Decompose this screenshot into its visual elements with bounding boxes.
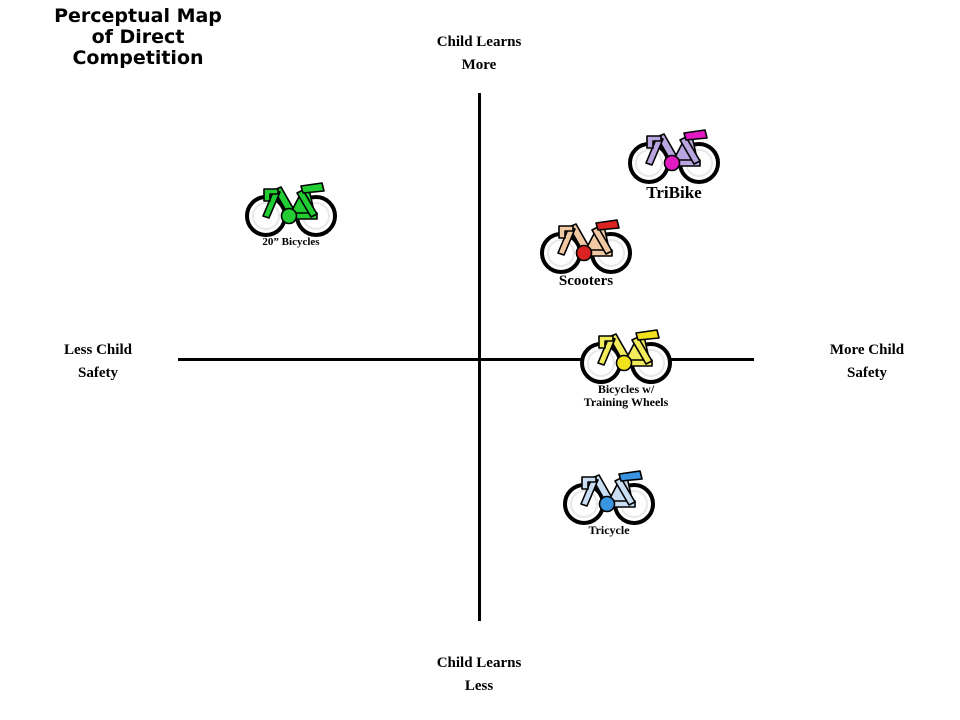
axis-label-left: Less Child Safety xyxy=(64,342,132,381)
bicycle-marker xyxy=(580,319,672,385)
data-point-label: TriBike xyxy=(646,183,702,202)
horizontal-axis-line xyxy=(178,358,754,361)
bicycle-marker xyxy=(245,172,337,238)
page-title: Perceptual Map of Direct Competition xyxy=(54,5,222,69)
bicycle-marker xyxy=(563,460,655,526)
axis-label-bottom: Child Learns Less xyxy=(436,655,522,694)
data-point-label: Bicycles w/ Training Wheels xyxy=(583,382,669,410)
data-point-label: Scooters xyxy=(558,273,614,289)
bicycle-icon xyxy=(628,129,720,184)
data-point-label: Tricycle xyxy=(588,523,630,537)
bicycle-marker xyxy=(540,209,632,275)
bicycle-icon xyxy=(580,329,672,384)
axis-label-right: More Child Safety xyxy=(829,342,905,381)
bicycle-icon xyxy=(540,219,632,274)
axis-label-top: Child Learns More xyxy=(436,34,522,73)
bicycle-icon xyxy=(563,470,655,525)
data-point-label: 20” Bicycles xyxy=(262,236,320,248)
vertical-axis-line xyxy=(478,93,481,621)
bicycle-marker xyxy=(628,119,720,185)
bicycle-icon xyxy=(245,182,337,237)
